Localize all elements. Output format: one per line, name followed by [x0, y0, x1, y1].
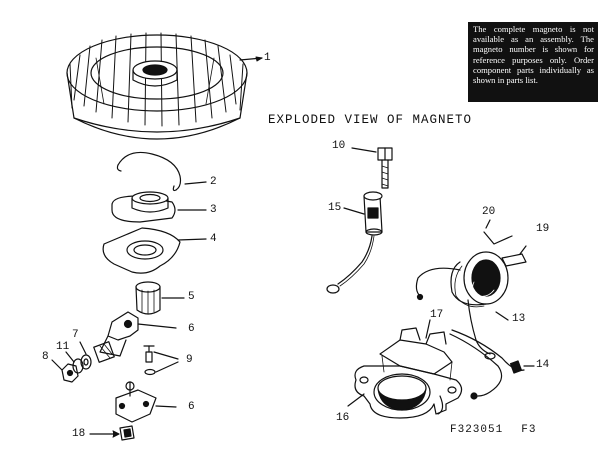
callout-19: 19 — [536, 223, 550, 235]
wedge-part — [501, 245, 527, 267]
availability-note: The complete magneto is not available as… — [468, 22, 598, 102]
callout-16: 16 — [336, 412, 350, 424]
callout-14: 14 — [536, 359, 550, 371]
screw-washer-part — [143, 345, 179, 376]
lead-wires-part — [449, 329, 535, 400]
cam-hub-part — [111, 191, 207, 223]
clip-part — [89, 425, 135, 441]
callout-6-lower: 6 — [188, 401, 195, 413]
drawing-number: F323051 — [450, 424, 504, 436]
stator-frame-part — [347, 365, 463, 419]
diagram-title: EXPLODED VIEW OF MAGNETO — [268, 113, 473, 127]
callout-4: 4 — [210, 233, 217, 245]
stator-lamination-part — [379, 319, 453, 381]
drawing-code: F323051 F3 — [450, 424, 536, 436]
condenser-part — [326, 191, 383, 294]
callout-8: 8 — [42, 351, 49, 363]
callout-3: 3 — [210, 204, 217, 216]
callout-20: 20 — [482, 206, 496, 218]
wire-retainer-part — [483, 219, 513, 245]
callout-11: 11 — [56, 341, 70, 353]
spring-clip-part — [116, 151, 207, 192]
callout-9: 9 — [186, 354, 193, 366]
screw-part — [351, 147, 393, 189]
bushing-part — [135, 281, 185, 315]
callout-2: 2 — [210, 176, 217, 188]
callout-7: 7 — [72, 329, 79, 341]
callout-5: 5 — [188, 291, 195, 303]
callout-1: 1 — [264, 52, 271, 64]
sheet-number: F3 — [521, 424, 537, 436]
callout-18: 18 — [72, 428, 86, 440]
callout-6-upper: 6 — [188, 323, 195, 335]
flywheel-part — [66, 32, 263, 140]
callout-10: 10 — [332, 140, 346, 152]
breaker-arm-part — [93, 311, 177, 363]
callout-17: 17 — [430, 309, 444, 321]
washer-part — [79, 341, 92, 370]
callout-15: 15 — [328, 202, 342, 214]
coil-part — [415, 251, 509, 360]
callout-13: 13 — [512, 313, 526, 325]
gasket-part — [102, 227, 207, 274]
breaker-base-part — [115, 381, 177, 423]
nut-part — [51, 359, 79, 383]
